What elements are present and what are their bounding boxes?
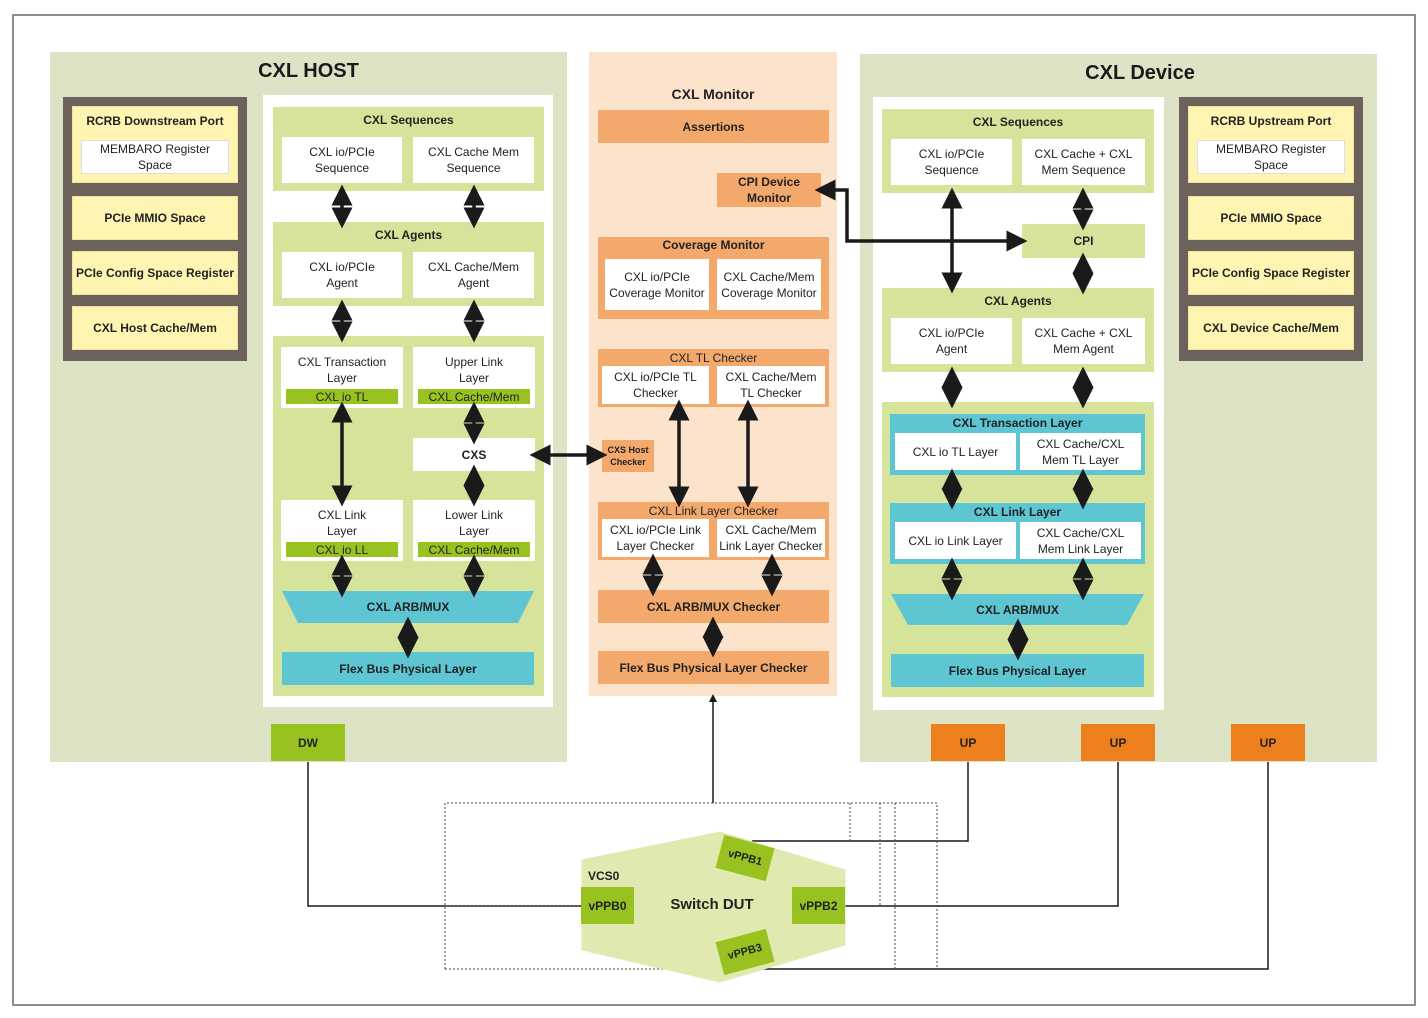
host-sequences-label: CXL Sequences — [363, 113, 454, 127]
device-phy: Flex Bus Physical Layer — [891, 654, 1144, 687]
device-agents-label: CXL Agents — [984, 294, 1052, 308]
host-upper-cm: CXL Cache/Mem — [418, 389, 530, 404]
monitor-cov-cm: CXL Cache/Mem Coverage Monitor — [717, 259, 821, 310]
monitor-tl-cm: CXL Cache/Mem TL Checker — [717, 366, 825, 404]
host-ll-label: CXL Link Layer — [317, 508, 367, 538]
device-cpi: CPI — [1022, 224, 1145, 258]
device-tl-label: CXL Transaction Layer — [952, 416, 1083, 430]
monitor-tl-label: CXL TL Checker — [669, 351, 758, 365]
host-membaro: MEMBARO Register Space — [81, 140, 229, 174]
monitor-ll-cm: CXL Cache/Mem Link Layer Checker — [717, 519, 825, 557]
device-title: CXL Device — [1085, 62, 1195, 84]
host-phy: Flex Bus Physical Layer — [282, 652, 534, 685]
device-agent-io: CXL io/PCIe Agent — [891, 318, 1012, 364]
device-ll-cm: CXL Cache/CXL Mem Link Layer — [1020, 522, 1141, 559]
host-cachemem: CXL Host Cache/Mem — [72, 306, 238, 350]
host-dw-port: DW — [271, 724, 345, 761]
device-up-port-2: UP — [1081, 724, 1155, 761]
switch-vppb0: vPPB0 — [588, 898, 627, 913]
host-title: CXL HOST — [258, 60, 359, 82]
host-config: PCIe Config Space Register — [72, 251, 238, 295]
host-tl-label: CXL Transaction Layer — [297, 355, 387, 385]
device-tl-io: CXL io TL Layer — [895, 433, 1016, 470]
monitor-cov-io: CXL io/PCIe Coverage Monitor — [605, 259, 709, 310]
device-seq-io: CXL io/PCIe Sequence — [891, 139, 1012, 185]
device-membaro: MEMBARO Register Space — [1197, 140, 1345, 174]
monitor-title: CXL Monitor — [671, 86, 755, 102]
device-rcrb-label: RCRB Upstream Port — [1210, 114, 1332, 128]
device-arb: CXL ARB/MUX — [976, 602, 1059, 617]
monitor-tl-io: CXL io/PCIe TL Checker — [602, 366, 709, 404]
device-agent-cm: CXL Cache + CXL Mem Agent — [1022, 318, 1145, 364]
diagram-frame — [12, 14, 1416, 1006]
monitor-ll-label: CXL Link Layer Checker — [648, 504, 779, 518]
host-lower-label: Lower Link Layer — [444, 508, 504, 538]
host-agent-cm: CXL Cache/Mem Agent — [413, 252, 534, 298]
device-cachemem: CXL Device Cache/Mem — [1188, 306, 1354, 350]
host-arb: CXL ARB/MUX — [366, 600, 450, 614]
switch-title: Switch DUT — [670, 896, 754, 913]
monitor-arb: CXL ARB/MUX Checker — [598, 590, 829, 623]
host-ll-io: CXL io LL — [286, 542, 398, 557]
monitor-phy: Flex Bus Physical Layer Checker — [598, 651, 829, 684]
monitor-coverage-label: Coverage Monitor — [662, 238, 765, 252]
monitor-cxs-host: CXS Host Checker — [602, 440, 654, 472]
device-ll-io: CXL io Link Layer — [895, 522, 1016, 559]
host-rcrb-label: RCRB Downstream Port — [86, 114, 224, 128]
host-upper-label: Upper Link Layer — [444, 355, 504, 385]
host-seq-io: CXL io/PCIe Sequence — [282, 137, 402, 183]
device-ll-label: CXL Link Layer — [973, 505, 1062, 519]
switch-vcs-label: VCS0 — [588, 869, 620, 883]
host-lower-cm: CXL Cache/Mem — [418, 542, 530, 557]
host-seq-cm: CXL Cache Mem Sequence — [413, 137, 534, 183]
monitor-ll-io: CXL io/PCIe Link Layer Checker — [602, 519, 709, 557]
device-up-port-1: UP — [931, 724, 1005, 761]
host-agent-io: CXL io/PCIe Agent — [282, 252, 402, 298]
device-seq-cm: CXL Cache + CXL Mem Sequence — [1022, 139, 1145, 185]
device-sequences-label: CXL Sequences — [972, 115, 1064, 129]
device-mmio: PCIe MMIO Space — [1188, 196, 1354, 240]
monitor-assertions: Assertions — [598, 110, 829, 143]
monitor-cpi-device: CPI Device Monitor — [717, 173, 821, 207]
device-up-port-3: UP — [1231, 724, 1305, 761]
switch-vppb2: vPPB2 — [799, 898, 838, 913]
host-tl-io: CXL io TL — [286, 389, 398, 404]
host-cxs: CXS — [413, 438, 535, 471]
device-tl-cm: CXL Cache/CXL Mem TL Layer — [1020, 433, 1141, 470]
host-mmio: PCIe MMIO Space — [72, 196, 238, 240]
device-config: PCIe Config Space Register — [1188, 251, 1354, 295]
host-agents-label: CXL Agents — [374, 228, 443, 242]
